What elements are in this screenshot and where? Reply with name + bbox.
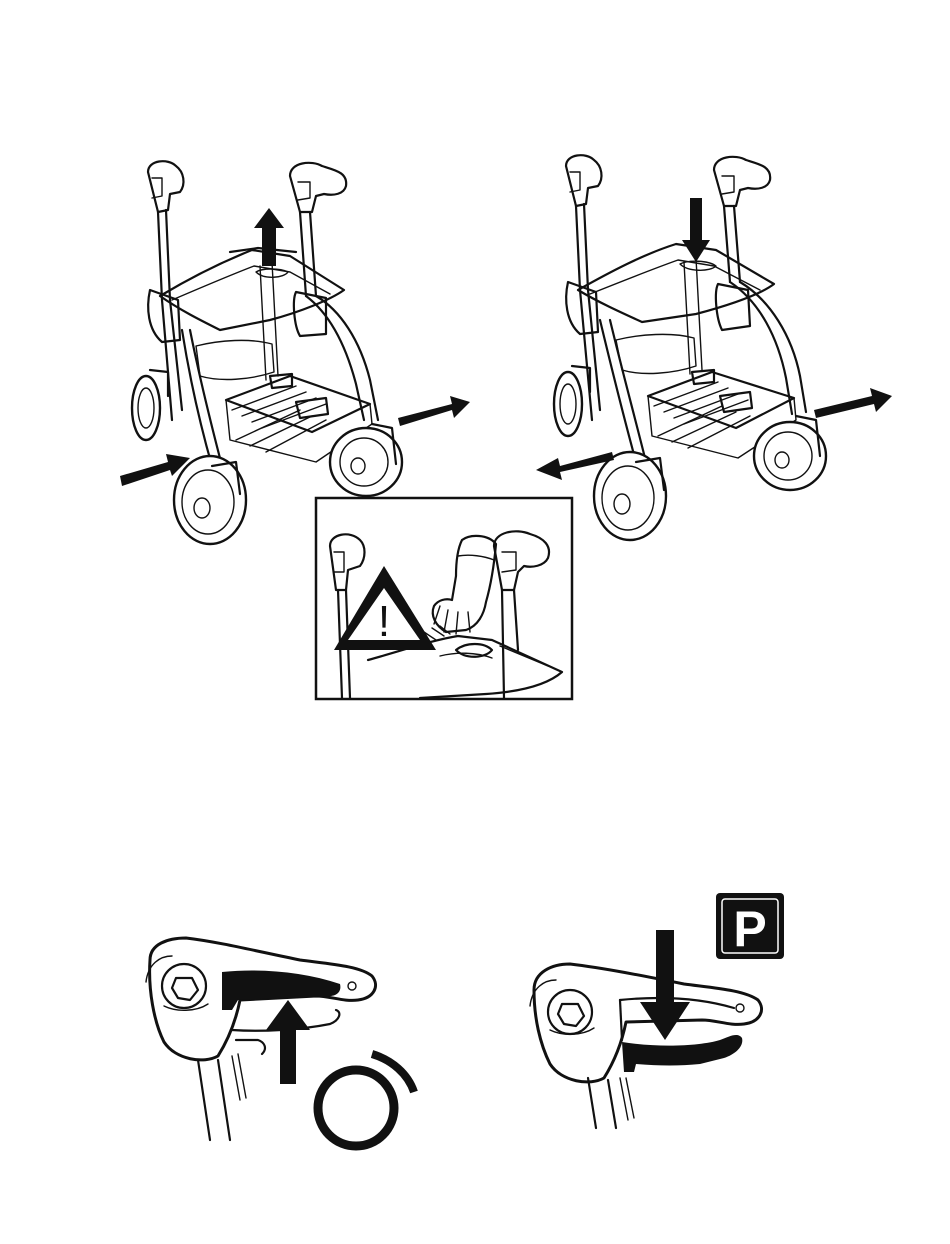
left-handle-2	[566, 155, 601, 290]
pull-right-wheel-arrow	[814, 388, 892, 418]
rear-left-wheel	[132, 370, 168, 440]
brake-handle-figure	[146, 938, 414, 1146]
front-right-wheel	[330, 424, 402, 496]
parking-brake-figure: P	[530, 893, 784, 1128]
rollator-unfolding-figure	[120, 161, 470, 544]
wheel-rolling-icon	[318, 1054, 414, 1146]
lift-strap-arrow	[254, 208, 284, 266]
push-right-wheel-arrow	[398, 396, 470, 426]
left-handle	[148, 161, 183, 300]
warning-inset-panel: !	[316, 498, 572, 699]
parking-sign-icon: P	[716, 893, 784, 959]
front-left-wheel-2	[594, 452, 666, 540]
brake-up-arrow	[266, 1000, 310, 1084]
right-handle-2	[714, 157, 770, 282]
rollator-folding-figure	[536, 155, 892, 540]
press-seat-arrow	[682, 198, 710, 262]
front-left-wheel	[174, 456, 246, 544]
front-right-wheel-2	[754, 416, 826, 490]
rear-left-wheel-2	[554, 366, 590, 436]
parking-letter: P	[733, 901, 766, 957]
warning-symbol: !	[378, 597, 390, 646]
seat-2	[578, 244, 774, 322]
